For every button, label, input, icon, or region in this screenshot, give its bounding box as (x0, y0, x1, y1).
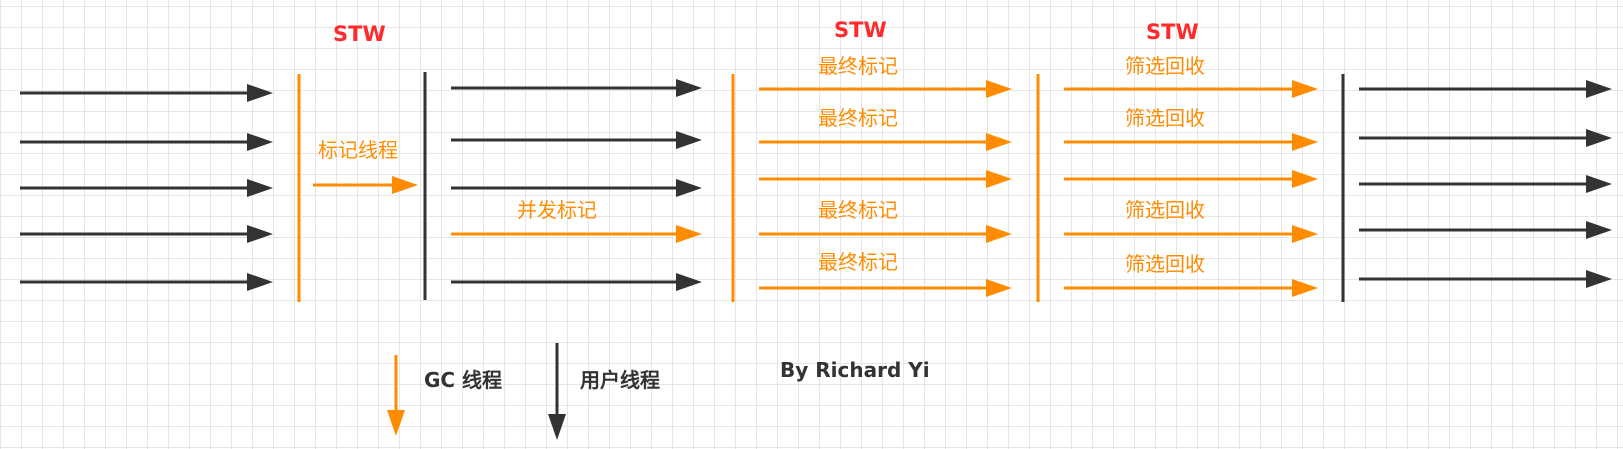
user-thread-arrow (451, 273, 702, 291)
user-thread-arrow (20, 179, 273, 197)
remark-gc-arrow (759, 225, 1012, 243)
user-thread-arrow (20, 273, 273, 291)
legend-user-thread-label: 用户线程 (580, 368, 660, 392)
user-thread-arrow (1359, 129, 1612, 147)
cleanup-gc-arrow (1064, 279, 1318, 297)
initial-mark-thread-label: 标记线程 (318, 138, 398, 162)
legend-gc-arrow (387, 355, 405, 436)
user-thread-arrow (451, 79, 702, 97)
cleanup-label: 筛选回收 (1125, 54, 1205, 78)
user-thread-arrow (451, 179, 702, 197)
cleanup-label: 筛选回收 (1125, 252, 1205, 276)
remark-label: 最终标记 (818, 198, 898, 222)
user-thread-arrow (20, 84, 273, 102)
legend-gc-thread-label: GC 线程 (424, 368, 503, 392)
remark-gc-arrow (759, 133, 1012, 151)
cleanup-gc-arrow (1064, 170, 1318, 188)
stw-label-remark: STW (834, 18, 887, 42)
cleanup-label: 筛选回收 (1125, 198, 1205, 222)
remark-label: 最终标记 (818, 54, 898, 78)
remark-label: 最终标记 (818, 106, 898, 130)
concurrent-mark-gc-arrow (451, 225, 702, 243)
remark-label: 最终标记 (818, 250, 898, 274)
user-thread-arrow (451, 131, 702, 149)
cleanup-gc-arrow (1064, 80, 1318, 98)
user-thread-arrow (1359, 221, 1612, 239)
cleanup-label: 筛选回收 (1125, 106, 1205, 130)
initial-mark-gc-arrow (313, 176, 418, 194)
user-thread-arrow (1359, 270, 1612, 288)
stw-label-cleanup: STW (1146, 20, 1199, 44)
remark-gc-arrow (759, 170, 1012, 188)
user-thread-arrow (20, 225, 273, 243)
remark-gc-arrow (759, 279, 1012, 297)
stw-label-initial-mark: STW (333, 22, 386, 46)
remark-gc-arrow (759, 80, 1012, 98)
cleanup-gc-arrow (1064, 225, 1318, 243)
legend-user-arrow (548, 343, 566, 440)
user-thread-arrow (1359, 175, 1612, 193)
author-credit: By Richard Yi (780, 358, 930, 382)
cleanup-gc-arrow (1064, 133, 1318, 151)
user-thread-arrow (20, 133, 273, 151)
concurrent-mark-label: 并发标记 (517, 198, 597, 222)
user-thread-arrow (1359, 80, 1612, 98)
